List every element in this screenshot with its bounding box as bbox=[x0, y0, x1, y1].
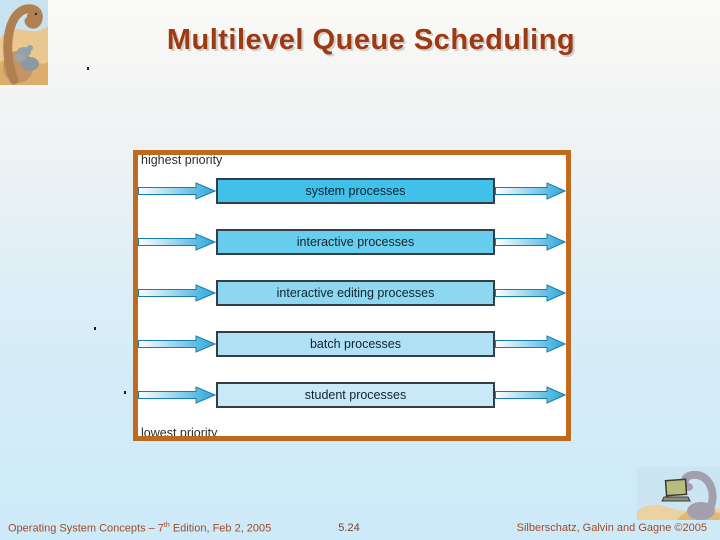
arrow-in-icon bbox=[138, 233, 216, 251]
queue-row: system processes bbox=[138, 178, 566, 204]
queue-row: interactive editing processes bbox=[138, 280, 566, 306]
queue-box: interactive editing processes bbox=[216, 280, 495, 306]
multilevel-queue-diagram: highest priority system processes intera… bbox=[133, 150, 571, 441]
stray-dot bbox=[124, 391, 126, 394]
dinosaur-storytime-icon bbox=[0, 0, 48, 85]
stray-dot bbox=[94, 327, 96, 330]
dinosaur-laptop-logo bbox=[637, 467, 720, 520]
queue-row: interactive processes bbox=[138, 229, 566, 255]
footer-course-pre: Operating System Concepts – 7 bbox=[8, 522, 164, 535]
footer-course-sup: th bbox=[163, 522, 170, 529]
arrow-in-icon bbox=[138, 335, 216, 353]
footer-course-post: Edition, Feb 2, 2005 bbox=[169, 522, 272, 535]
arrow-out-icon bbox=[495, 284, 566, 302]
queue-box: system processes bbox=[216, 178, 495, 204]
lowest-priority-label: lowest priority bbox=[141, 426, 218, 440]
arrow-out-icon bbox=[495, 182, 566, 200]
slide-title: Multilevel Queue Scheduling bbox=[166, 24, 576, 56]
highest-priority-label: highest priority bbox=[141, 153, 223, 167]
footer-course-name: Operating System Concepts – 7th Edition,… bbox=[8, 522, 271, 535]
queue-box: student processes bbox=[216, 382, 495, 408]
footer-page-number: 5.24 bbox=[338, 522, 360, 534]
queue-row: batch processes bbox=[138, 331, 566, 357]
arrow-in-icon bbox=[138, 284, 216, 302]
stray-dot bbox=[87, 67, 89, 70]
queue-row: student processes bbox=[138, 382, 566, 408]
dinosaur-storytime-logo bbox=[0, 0, 48, 85]
arrow-out-icon bbox=[495, 386, 566, 404]
queue-box: batch processes bbox=[216, 331, 495, 357]
arrow-out-icon bbox=[495, 335, 566, 353]
arrow-out-icon bbox=[495, 233, 566, 251]
arrow-in-icon bbox=[138, 386, 216, 404]
arrow-in-icon bbox=[138, 182, 216, 200]
footer-authors: Silberschatz, Galvin and Gagne ©2005 bbox=[516, 522, 707, 534]
dinosaur-laptop-icon bbox=[637, 467, 720, 520]
queue-box: interactive processes bbox=[216, 229, 495, 255]
